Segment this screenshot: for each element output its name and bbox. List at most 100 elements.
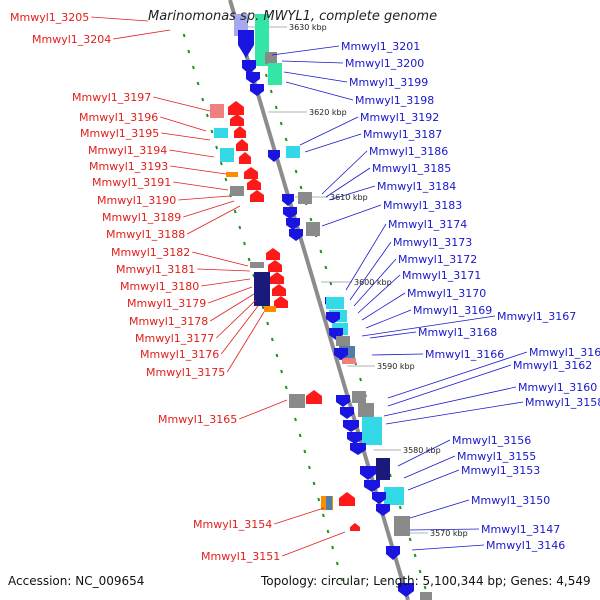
gene-feature — [210, 104, 224, 118]
scale-tick — [317, 497, 321, 502]
gene-label-right: Mmwyl1_3158 — [525, 396, 600, 409]
gene-feature — [376, 458, 390, 480]
gene-leader-line — [271, 45, 340, 56]
gene-arrow-reverse — [398, 583, 414, 597]
gene-arrow-reverse — [350, 443, 366, 455]
scale-tick — [247, 257, 251, 262]
gene-arrow-forward — [234, 126, 246, 138]
gene-arrow-forward — [250, 190, 264, 202]
gene-leader-line — [173, 181, 229, 191]
gene-leader-line — [321, 204, 382, 227]
gene-label-right: Mmwyl1_3187 — [363, 128, 442, 141]
genome-title: Marinomonas sp. MWYL1, complete genome — [148, 9, 438, 24]
scale-tick — [294, 417, 297, 422]
gene-arrow-forward — [339, 492, 355, 506]
gene-label-right: Mmwyl1_3162 — [513, 359, 592, 372]
scale-tick — [388, 473, 392, 478]
gene-label-right: Mmwyl1_3168 — [418, 326, 497, 339]
gene-leader-line — [369, 331, 417, 339]
gene-feature — [394, 516, 410, 536]
gene-label-right: Mmwyl1_3147 — [481, 523, 560, 536]
gene-leader-line — [187, 205, 241, 235]
gene-arrow-reverse — [340, 407, 354, 419]
gene-arrow-reverse — [336, 395, 350, 407]
gene-label-right: Mmwyl1_3201 — [341, 40, 420, 53]
gene-leader-line — [208, 286, 253, 304]
gene-arrow-forward — [230, 114, 244, 126]
scale-tick — [269, 89, 273, 94]
gene-label-right: Mmwyl1_3166 — [425, 348, 504, 361]
gene-label-left: Mmwyl1_3190 — [97, 194, 176, 207]
gene-feature — [264, 306, 276, 312]
gene-arrow-reverse — [372, 492, 386, 504]
gene-feature — [352, 391, 366, 403]
gene-label-right: Mmwyl1_3171 — [402, 269, 481, 282]
gene-arrow-forward — [236, 139, 248, 151]
gene-leader-line — [192, 251, 249, 267]
gene-label-right: Mmwyl1_3146 — [486, 539, 565, 552]
gene-arrow-reverse — [283, 207, 297, 219]
scale-tick — [299, 185, 303, 190]
gene-feature — [326, 496, 332, 510]
gene-leader-line — [387, 351, 528, 399]
gene-label-left: Mmwyl1_3176 — [140, 348, 219, 361]
gene-arrow-forward — [274, 296, 288, 308]
kbp-label: 3590 kbp — [377, 362, 415, 371]
gene-leader-line — [160, 116, 207, 132]
kbp-label: 3580 kbp — [403, 446, 441, 455]
gene-arrow-reverse — [343, 420, 359, 432]
gene-leader-line — [215, 299, 257, 339]
scale-tick — [312, 481, 316, 486]
gene-leader-line — [383, 386, 517, 417]
gene-label-right: Mmwyl1_3174 — [388, 218, 467, 231]
gene-arrow-reverse — [250, 84, 264, 96]
scale-tick — [261, 305, 265, 310]
gene-leader-line — [201, 278, 251, 287]
gene-arrow-reverse — [364, 480, 380, 492]
scale-tick — [303, 449, 307, 454]
gene-label-right: Mmwyl1_3198 — [355, 94, 434, 107]
scale-tick — [284, 385, 288, 390]
gene-arrow-reverse — [347, 432, 363, 444]
gene-label-left: Mmwyl1_3177 — [135, 332, 214, 345]
scale-tick — [201, 97, 205, 102]
gene-label-right: Mmwyl1_3200 — [345, 57, 424, 70]
gene-arrow-reverse — [376, 504, 390, 516]
gene-label-left: Mmwyl1_3151 — [201, 550, 280, 563]
gene-leader-line — [153, 96, 211, 112]
gene-leader-line — [397, 439, 451, 467]
gene-arrow-reverse — [242, 60, 256, 74]
kbp-label: 3570 kbp — [430, 529, 468, 538]
gene-arrow-reverse — [326, 312, 340, 324]
gene-label-left: Mmwyl1_3205 — [10, 11, 89, 24]
gene-label-left: Mmwyl1_3188 — [106, 228, 185, 241]
scale-tick — [264, 73, 268, 78]
gene-label-right: Mmwyl1_3184 — [377, 180, 456, 193]
gene-arrow-reverse — [334, 348, 348, 360]
gene-label-left: Mmwyl1_3194 — [88, 144, 167, 157]
scale-tick — [210, 129, 214, 134]
kbp-label: 3610 kbp — [330, 193, 368, 202]
gene-feature — [384, 487, 404, 505]
gene-feature — [254, 272, 270, 306]
gene-leader-line — [411, 544, 485, 551]
gene-arrow-reverse — [360, 466, 376, 480]
gene-feature — [420, 592, 432, 600]
gene-arrow-forward — [270, 272, 284, 284]
gene-leader-line — [220, 305, 259, 355]
scale-tick — [398, 505, 402, 510]
gene-leader-line — [328, 185, 376, 201]
gene-leader-line — [285, 81, 354, 101]
gene-leader-line — [226, 311, 265, 373]
scale-tick — [182, 33, 186, 38]
scale-tick — [224, 177, 228, 182]
gene-label-right: Mmwyl1_3167 — [497, 310, 576, 323]
scale-tick — [418, 569, 422, 574]
gene-arrow-forward — [266, 248, 280, 260]
gene-label-right: Mmwyl1_3156 — [452, 434, 531, 447]
scale-tick — [219, 161, 223, 166]
gene-leader-line — [357, 274, 401, 314]
gene-label-left: Mmwyl1_3204 — [32, 33, 111, 46]
gene-feature — [336, 336, 350, 346]
gene-leader-line — [161, 132, 211, 141]
